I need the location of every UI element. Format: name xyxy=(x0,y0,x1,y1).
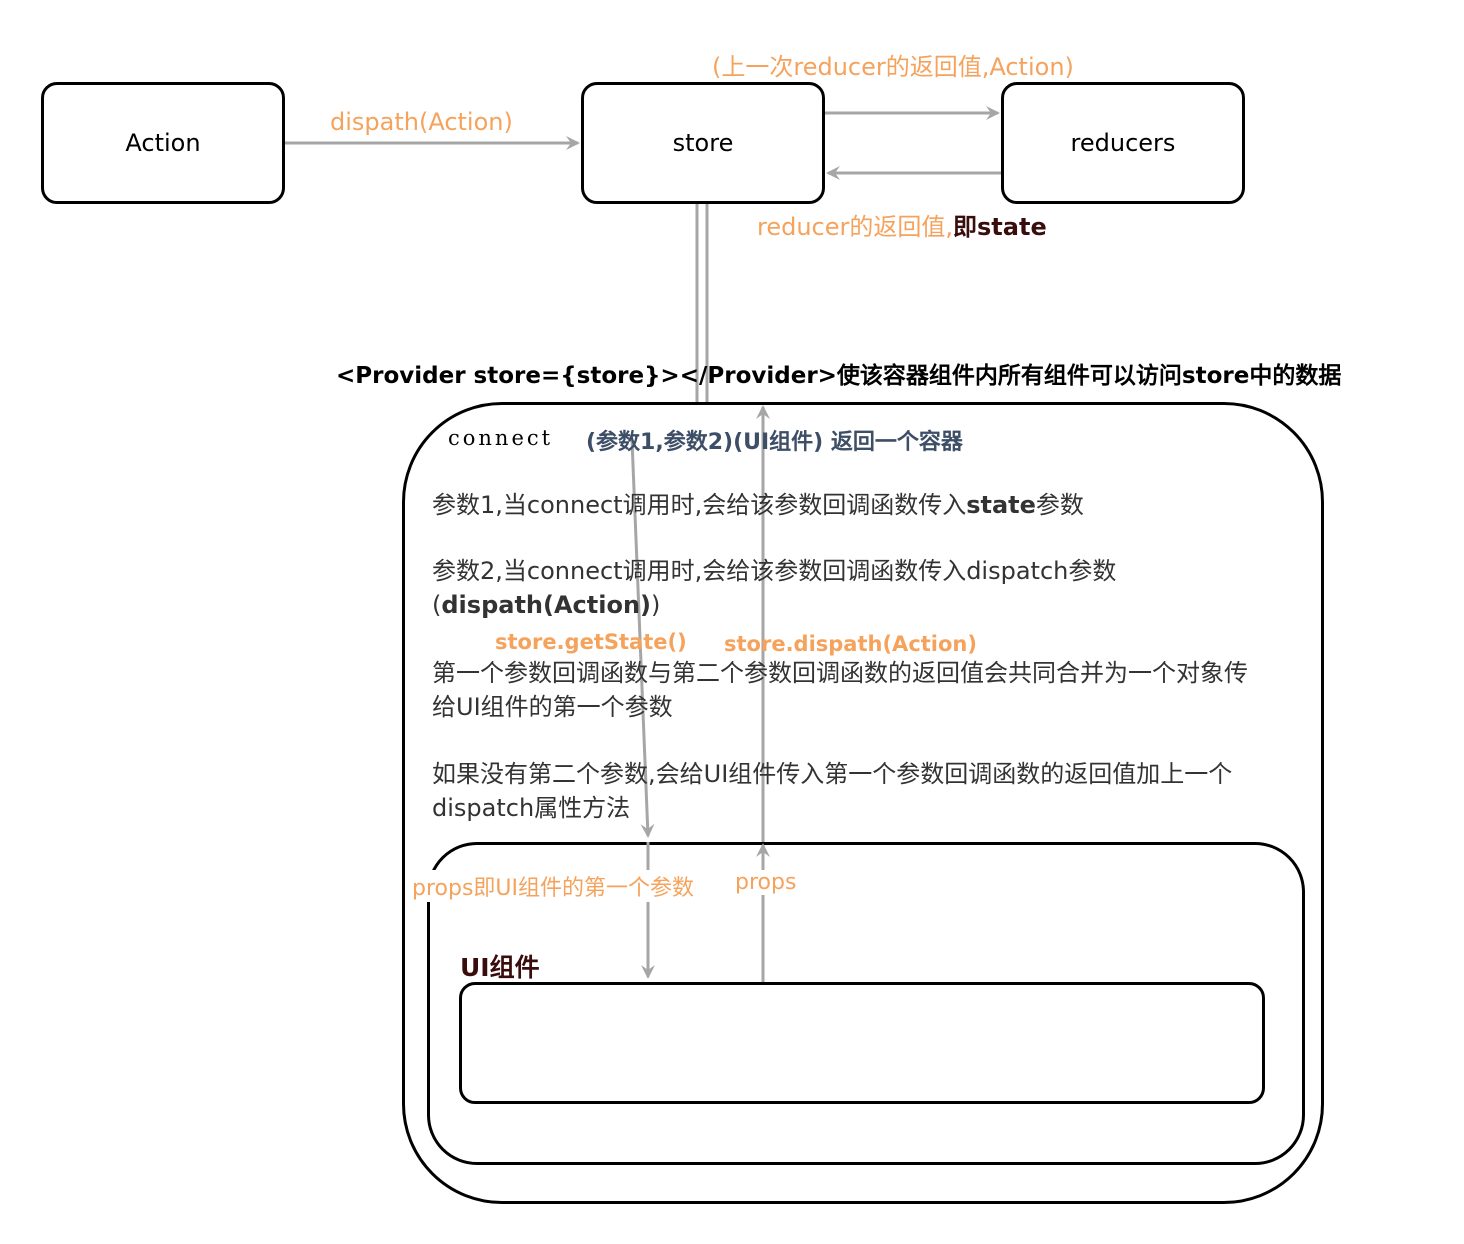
param1-text-a: 参数1,当connect调用时,会给该参数回调函数传入 xyxy=(432,491,967,519)
param1-text-c: 参数 xyxy=(1035,491,1084,519)
store-node: store xyxy=(581,82,825,204)
ui-component-label: UI组件 xyxy=(460,953,540,982)
param1-text: 参数1,当connect调用时,会给该参数回调函数传入state参数 xyxy=(432,488,1084,522)
param2-line2-open: ( xyxy=(432,591,442,619)
reducers-node-label: reducers xyxy=(1070,129,1176,157)
no-dispatch-text-line1: 如果没有第二个参数,会给UI组件传入第一个参数回调函数的返回值加上一个 xyxy=(432,760,1233,788)
label-store-dispatch: store.dispath(Action) xyxy=(724,632,977,656)
label-props-left: props即UI组件的第一个参数 xyxy=(412,870,695,902)
param2-text-line1: 参数2,当connect调用时,会给该参数回调函数传入dispatch参数 xyxy=(432,557,1117,585)
label-from-reducers-b: 即state xyxy=(953,213,1047,241)
param2-text-line2: (dispath(Action)) xyxy=(432,588,660,622)
merge-text-line2: 给UI组件的第一个参数 xyxy=(432,693,673,721)
param2-line2-dispatch: dispath(Action) xyxy=(441,591,652,619)
param1-text-state: state xyxy=(966,491,1036,519)
merge-text-line1: 第一个参数回调函数与第二个参数回调函数的返回值会共同合并为一个对象传 xyxy=(432,659,1248,687)
action-node-label: Action xyxy=(125,129,201,157)
label-to-reducers: (上一次reducer的返回值,Action) xyxy=(712,53,1074,81)
provider-title: <Provider store={store}></Provider>使该容器组… xyxy=(336,363,1342,389)
label-props-right: props xyxy=(735,870,797,895)
arrow-getstate-down xyxy=(630,439,655,838)
store-node-label: store xyxy=(672,129,734,157)
connect-signature: (参数1,参数2)(UI组件) 返回一个容器 xyxy=(586,430,963,455)
action-node: Action xyxy=(41,82,285,204)
param2-line2-close: ) xyxy=(651,591,661,619)
reducers-node: reducers xyxy=(1001,82,1245,204)
label-from-reducers: reducer的返回值,即state xyxy=(757,207,1047,242)
ui-component-box xyxy=(459,982,1265,1104)
label-dispatch: dispath(Action) xyxy=(330,108,513,136)
connect-keyword: connect xyxy=(448,426,554,450)
no-dispatch-text-line2: dispatch属性方法 xyxy=(432,794,631,822)
label-get-state: store.getState() xyxy=(495,630,687,654)
label-from-reducers-a: reducer的返回值, xyxy=(757,213,954,241)
